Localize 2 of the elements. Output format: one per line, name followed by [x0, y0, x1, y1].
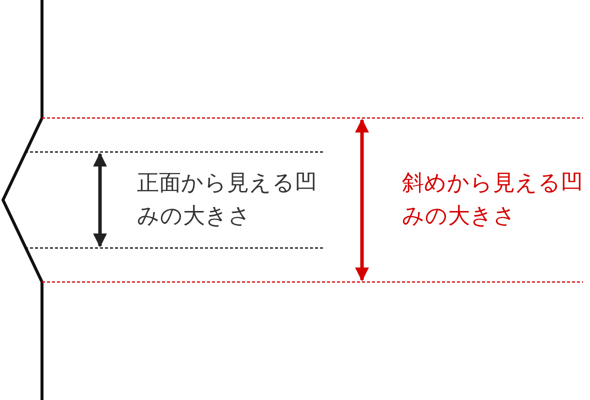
dimension-label: 正面から見える凹みの大きさ [137, 170, 318, 231]
dimension-label: 斜めから見える凹みの大きさ [402, 170, 584, 231]
